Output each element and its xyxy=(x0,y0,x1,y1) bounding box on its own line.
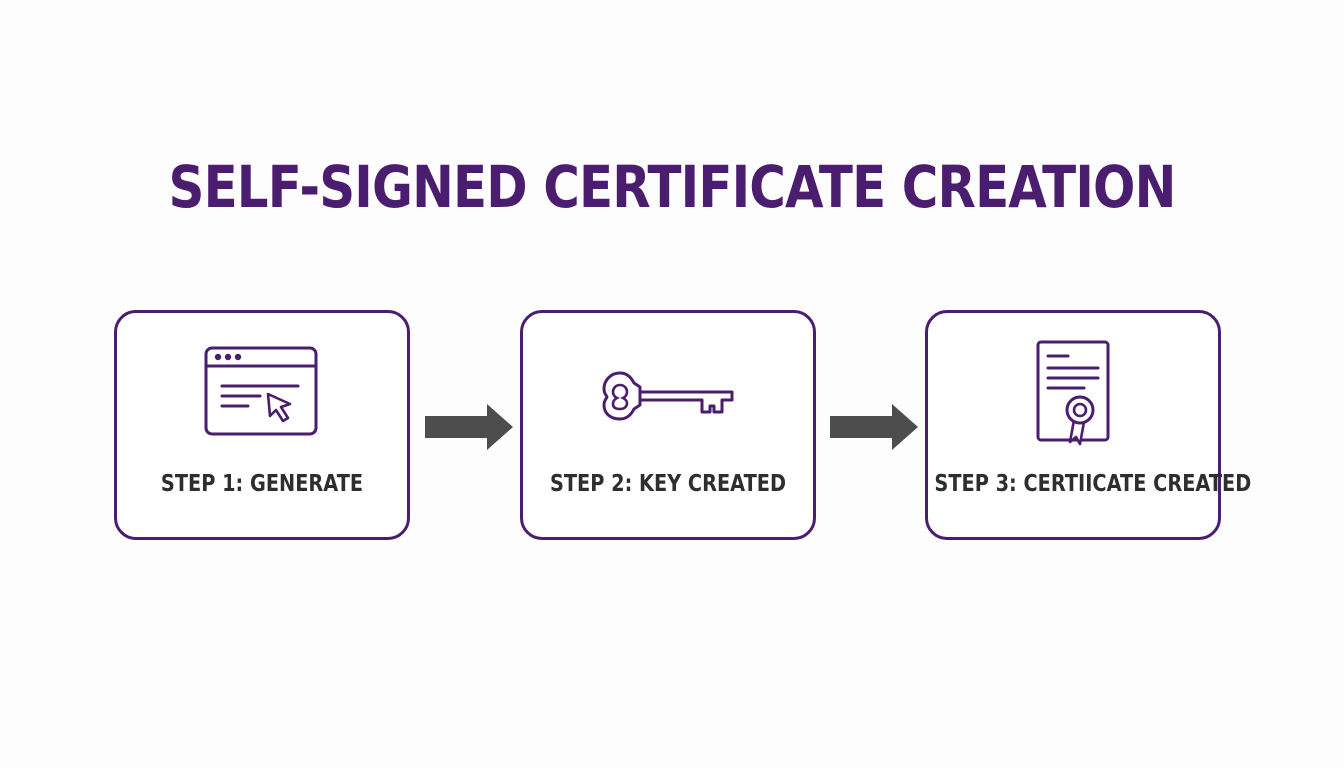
step-1-label: STEP 1: GENERATE xyxy=(160,471,364,497)
step-2-label: STEP 2: KEY CREATED xyxy=(549,471,787,497)
arrow-right-icon xyxy=(425,404,513,450)
step-3-label: STEP 3: CERTIICATE CREATED xyxy=(934,471,1252,497)
step-2-box: STEP 2: KEY CREATED xyxy=(520,310,816,540)
step-1-box: STEP 1: GENERATE xyxy=(114,310,410,540)
arrow-right-icon xyxy=(830,404,918,450)
certificate-icon xyxy=(928,340,1218,446)
step-3-box: STEP 3: CERTIICATE CREATED xyxy=(925,310,1252,540)
diagram-title: SELF-SIGNED CERTIFICATE CREATION xyxy=(168,153,1177,221)
browser-cursor-icon xyxy=(117,343,407,443)
key-icon xyxy=(523,343,813,443)
